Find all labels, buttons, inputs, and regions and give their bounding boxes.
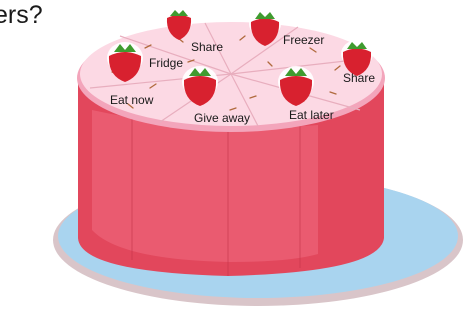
slice-label-fridge: Fridge	[149, 56, 183, 70]
cake-side-highlight	[92, 110, 318, 262]
slice-label-eat-now: Eat now	[110, 93, 154, 107]
slice-label-share-top: Share	[191, 40, 223, 54]
slice-label-eat-later: Eat later	[289, 108, 334, 122]
slice-label-share-right: Share	[343, 71, 375, 85]
slice-label-freezer: Freezer	[283, 33, 324, 47]
slice-label-give-away: Give away	[194, 111, 250, 125]
